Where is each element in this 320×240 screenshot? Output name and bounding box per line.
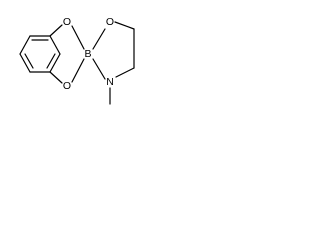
nitrogen-label: N	[106, 76, 114, 88]
oxygen-bottom-left-label: O	[63, 80, 71, 92]
chemical-structure: O O B O N	[19, 16, 135, 105]
oxazaborolidine-ring	[92, 21, 135, 80]
bond-b-o	[92, 28, 106, 50]
ring-bond	[19, 53, 31, 73]
oxygen-top-left-label: O	[63, 16, 71, 28]
bond-c-o	[49, 71, 63, 84]
bond-c-o	[49, 24, 63, 37]
bond-c-n	[115, 67, 135, 78]
ring-bond	[49, 53, 61, 73]
ring-bond	[49, 35, 61, 55]
ring-double-bond	[24, 53, 34, 69]
benzene-ring	[19, 35, 61, 73]
ring-bond	[19, 35, 31, 55]
boron-label: B	[84, 48, 91, 60]
bond-o-b	[71, 25, 85, 50]
oxygen-top-right-label: O	[106, 16, 114, 28]
bond-o-b	[71, 58, 85, 83]
dioxaborole-ring	[49, 24, 85, 84]
ring-double-bond	[46, 53, 56, 69]
bond-b-n	[92, 58, 106, 80]
bond-o-c	[114, 21, 135, 30]
